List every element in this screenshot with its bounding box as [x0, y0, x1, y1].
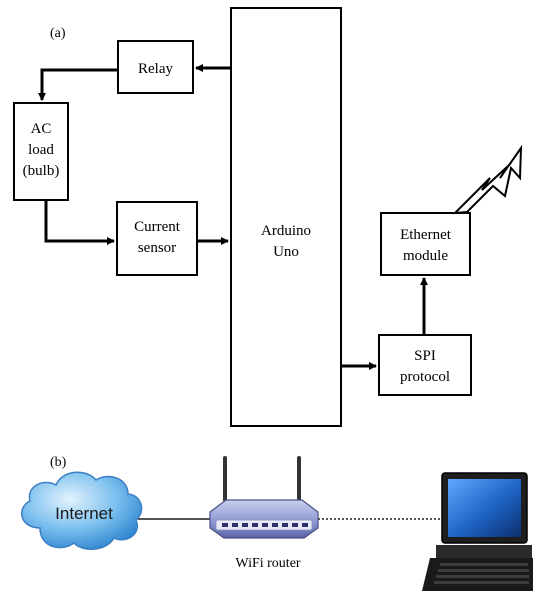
panel-a-label: (a) — [50, 26, 66, 41]
ethernet-line1: Ethernet — [400, 227, 452, 243]
arduino-line1: Arduino — [261, 223, 311, 239]
relay-to-ac-load-arrow — [38, 68, 118, 101]
ac-load-line2: load — [28, 142, 54, 158]
spi-line1: SPI — [414, 348, 436, 364]
current-sensor-block: Current sensor — [116, 201, 198, 276]
current-sensor-line1: Current — [134, 219, 181, 235]
arduino-uno-block: Arduino Uno — [230, 7, 342, 427]
spi-protocol-block: SPI protocol — [378, 334, 472, 396]
ac-load-block: AC load (bulb) — [13, 102, 69, 201]
internet-cloud-icon: Internet — [20, 471, 143, 550]
relay-block: Relay — [117, 40, 194, 94]
laptop-icon — [422, 472, 533, 591]
wireless-signal-icon — [452, 144, 523, 215]
wifi-router-caption: WiFi router — [235, 556, 300, 571]
ac-load-line3: (bulb) — [23, 163, 60, 179]
arduino-line2: Uno — [273, 244, 299, 260]
ethernet-module-block: Ethernet module — [380, 212, 471, 276]
spi-line2: protocol — [400, 369, 450, 385]
relay-label: Relay — [138, 61, 173, 77]
panel-b-label: (b) — [50, 455, 67, 470]
ac-load-to-sensor-arrow — [44, 200, 115, 245]
current-sensor-line2: sensor — [138, 240, 176, 256]
internet-label: Internet — [55, 504, 113, 523]
ethernet-line2: module — [403, 248, 448, 264]
wifi-router-icon — [209, 456, 319, 539]
ac-load-line1: AC — [31, 121, 52, 137]
